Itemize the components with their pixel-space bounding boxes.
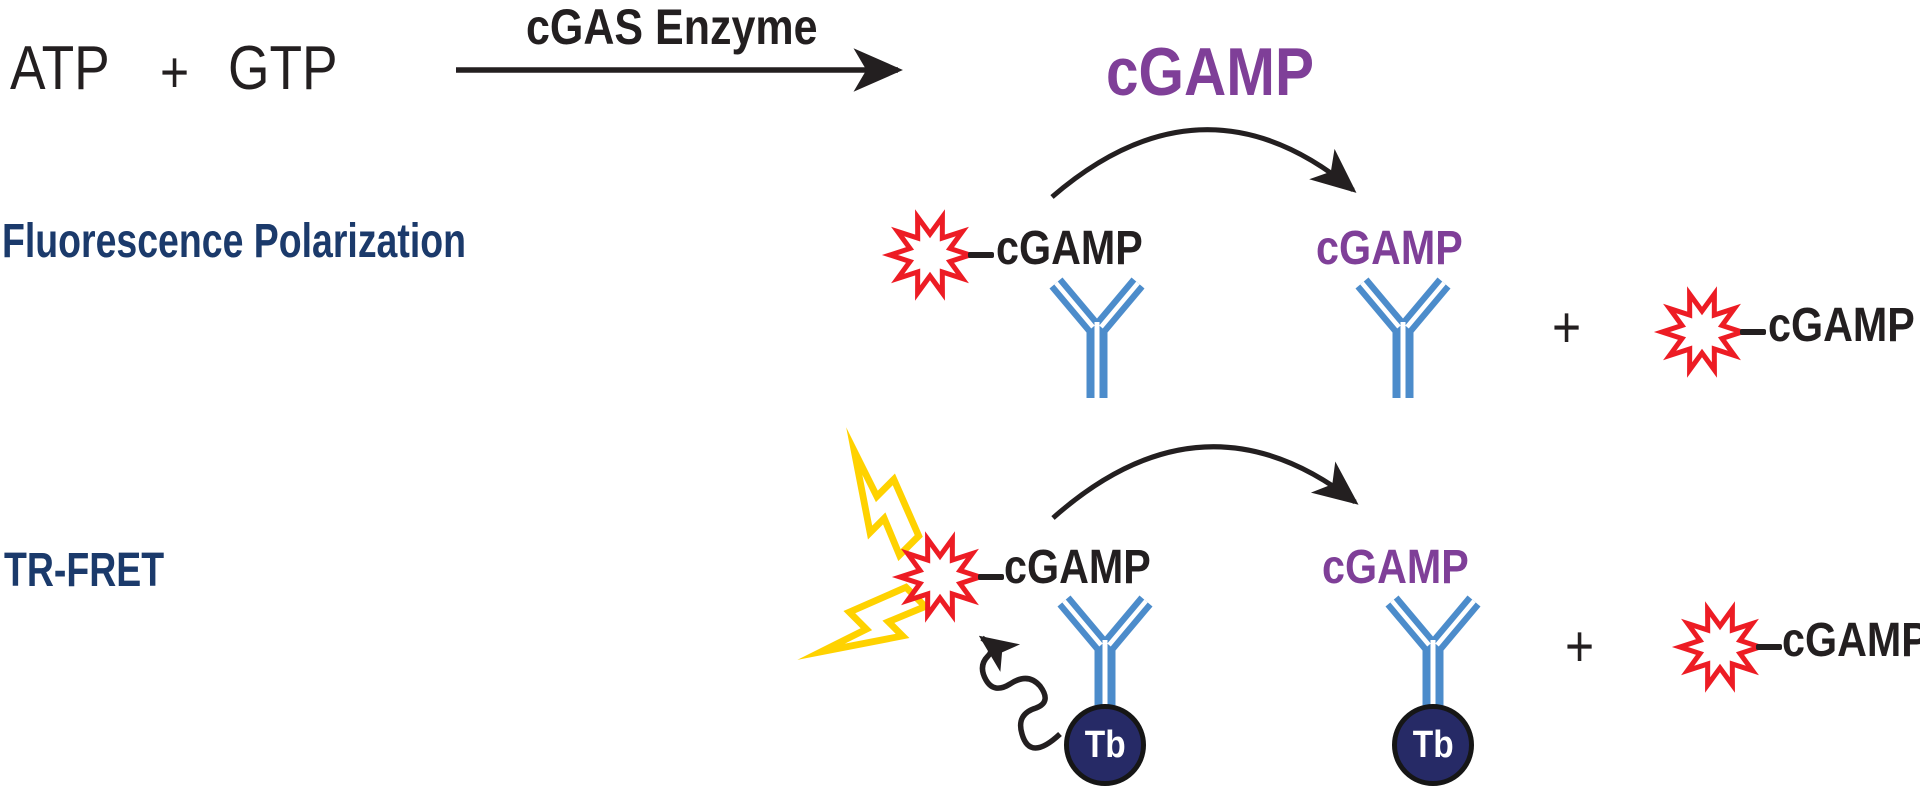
antibody-icon — [1057, 595, 1153, 716]
trfret-plus-sign: + — [1565, 614, 1595, 679]
terbium-label: Tb — [1412, 724, 1454, 766]
fluorophore-starburst-icon — [1671, 601, 1769, 693]
trfret-product-label: cGAMP — [1322, 541, 1469, 594]
tracer-bond-dash — [968, 252, 994, 258]
fp-product-label: cGAMP — [1316, 222, 1463, 275]
substrate-atp-label: ATP — [10, 34, 110, 103]
fp-conversion-arc-arrow-icon — [1050, 127, 1357, 199]
trfret-bound-tracer-label: cGAMP — [1004, 541, 1151, 594]
fp-displaced-tracer-label: cGAMP — [1768, 299, 1915, 352]
antibody-icon — [1049, 277, 1145, 398]
terbium-donor-icon: Tb — [1064, 704, 1146, 786]
tracer-bond-dash — [978, 574, 1004, 580]
fp-bound-tracer-label: cGAMP — [996, 222, 1143, 275]
tracer-bond-dash — [1756, 644, 1782, 650]
fluorophore-starburst-icon — [881, 209, 979, 301]
trfret-conversion-arc-arrow-icon — [1051, 444, 1359, 520]
antibody-icon — [1355, 277, 1451, 398]
trfret-method-label: TR-FRET — [4, 544, 165, 597]
fluorophore-starburst-icon — [891, 531, 989, 623]
enzyme-label: cGAS Enzyme — [526, 0, 818, 55]
fp-plus-sign: + — [1552, 295, 1582, 360]
fret-squiggle-arrow-icon — [978, 635, 1062, 751]
product-cgamp-label: cGAMP — [1106, 34, 1314, 110]
antibody-icon — [1385, 595, 1481, 716]
lightning-bolt-icon — [797, 583, 932, 660]
substrate-gtp-label: GTP — [228, 34, 338, 103]
fp-method-label: Fluorescence Polarization — [2, 215, 466, 268]
reaction-arrow-icon — [456, 48, 903, 92]
terbium-donor-icon: Tb — [1392, 704, 1474, 786]
terbium-label: Tb — [1084, 724, 1126, 766]
lightning-bolt-icon — [846, 427, 923, 562]
fluorophore-starburst-icon — [1653, 286, 1751, 378]
trfret-displaced-tracer-label: cGAMP — [1782, 614, 1920, 667]
tracer-bond-dash — [1740, 329, 1766, 335]
reaction-plus-sign: + — [160, 40, 190, 105]
